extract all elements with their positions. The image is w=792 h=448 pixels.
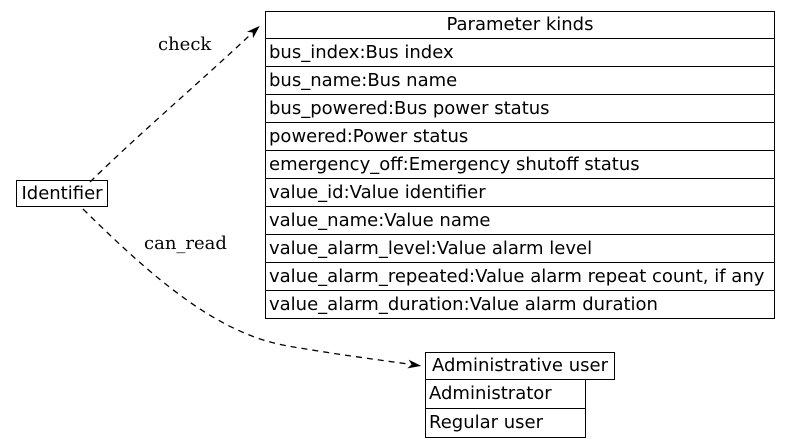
table-row: powered:Power status [266,122,774,150]
edge-label-check: check [158,34,212,55]
table-row: Administrator [429,383,552,404]
table-row: value_alarm_repeated:Value alarm repeat … [266,262,774,290]
edge-can-read [82,208,422,369]
parameter-kinds-title: Parameter kinds [446,14,594,35]
table-row: value_name:Value name [266,206,774,234]
node-identifier: Identifier [16,180,108,207]
table-row: bus_name:Bus name [266,66,774,94]
table-row: value_alarm_level:Value alarm level [266,234,774,262]
table-row: value_alarm_duration:Value alarm duratio… [266,290,774,318]
node-admin-user-title: Administrative user [425,352,615,380]
table-row: bus_index:Bus index [266,38,774,66]
table-row: Regular user [426,408,585,437]
edge-label-can-read: can_read [144,233,227,254]
node-parameter-kinds: Parameter kinds bus_index:Bus index bus_… [265,11,775,319]
table-row: bus_powered:Bus power status [266,94,774,122]
table-row: value_id:Value identifier [266,178,774,206]
node-admin-user-rows: Administrator Regular user [425,380,586,438]
edge-check [89,25,260,183]
table-row: emergency_off:Emergency shutoff status [266,150,774,178]
